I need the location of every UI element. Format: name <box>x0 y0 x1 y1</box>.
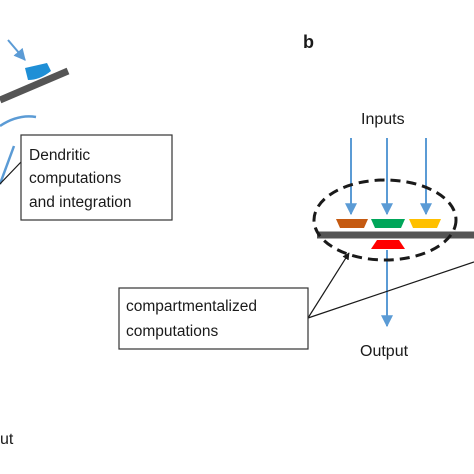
panel-b-label: b <box>303 32 314 52</box>
dendritic-callout-line-3: and integration <box>29 194 132 211</box>
blue-arrow-a <box>0 145 16 185</box>
compartment-callout-line-right <box>307 261 474 319</box>
inputs-label: Inputs <box>361 111 405 128</box>
red-postsynaptic-element <box>371 240 405 249</box>
input-arrow-a <box>7 39 26 61</box>
compartment-callout-arrow <box>307 252 350 319</box>
orange-synapse-cap <box>336 219 368 228</box>
compartmentalized-callout-line-1: compartmentalized <box>126 298 257 315</box>
compartmentalized-callout: compartmentalized computations <box>118 287 309 350</box>
dendrite-branch-a <box>0 67 70 104</box>
compartmentalized-callout-box <box>118 287 309 350</box>
dendritic-callout-line-2: computations <box>29 170 121 187</box>
yellow-synapse-cap <box>409 219 441 228</box>
green-synapse-cap <box>371 219 405 228</box>
panel-b: b Inputs Output compartmentalized comput… <box>118 32 474 360</box>
dendritic-callout: Dendritic computations and integration <box>20 134 173 221</box>
compartmentalized-callout-line-2: computations <box>126 323 218 340</box>
partial-output-label: ut <box>0 431 14 448</box>
compartment-dashed-ellipse <box>312 178 458 262</box>
dendritic-callout-line <box>0 161 22 185</box>
blue-synapse-cap <box>25 63 51 80</box>
output-label: Output <box>360 343 409 360</box>
dendritic-callout-box <box>20 134 173 221</box>
dendritic-callout-line-1: Dendritic <box>29 147 90 164</box>
panel-a: Dendritic computations and integration u… <box>0 39 173 448</box>
blue-arc <box>0 115 37 128</box>
